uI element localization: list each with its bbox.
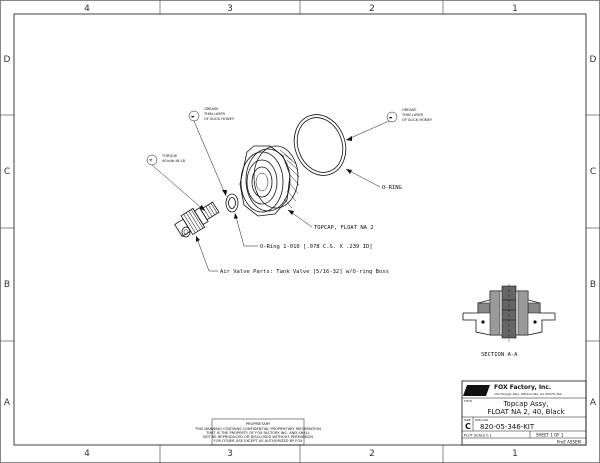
zone-row-a-right: A [590, 398, 597, 408]
fox-logo: FOX [463, 385, 490, 396]
zone-row-a-left: A [4, 398, 11, 408]
grease-left-line-3: OF SLICK HONEY [204, 117, 235, 121]
proprietary-line-1: THIS DRAWING CONTAINS CONFIDENTIAL PROPR… [194, 427, 321, 431]
title-label: TITLE [463, 399, 472, 403]
grease-right-line-2: THIN LAYER [401, 113, 424, 117]
size-label: SIZE [464, 418, 471, 422]
grease-callout-right: ▬ GREASE THIN LAYER OF SLICK HONEY [345, 108, 433, 141]
company-address: 130 Hangar Way, Watsonville, CA 95076 US… [494, 392, 563, 396]
wrench-icon-mark: ⚒ [149, 159, 153, 163]
zone-row-b-right: B [590, 280, 596, 290]
torque-callout: ⚒ TORQUE 40in/lb IN-LB [146, 154, 206, 212]
zone-col-4-top: 4 [84, 4, 90, 14]
proprietary-note: PROPRIETARY THIS DRAWING CONTAINS CONFID… [194, 418, 321, 446]
zone-col-1-top: 1 [512, 4, 518, 14]
title-line-1: Topcap Assy, [502, 400, 548, 408]
grease-callout-left: ▬ GREASE THIN LAYER OF SLICK HONEY [188, 107, 235, 197]
proprietary-line-3: NOT BE REPRODUCED OR DISCLOSED WITHOUT P… [203, 435, 313, 439]
small-oring-part [225, 193, 239, 213]
zone-row-b-left: B [4, 280, 10, 290]
air-valve-callout: Air Valve Parts: Tank Valve [5/16-32] w/… [195, 235, 389, 275]
title-block: FOX FOX Factory, Inc. 130 Hangar Way, Wa… [461, 380, 587, 446]
grease-icon-mark: ▬ [191, 115, 195, 119]
oring-callout: O-RING [345, 168, 402, 191]
plot-info: PLOT SCALE 0.1 [464, 434, 492, 438]
grease-icon [386, 111, 398, 123]
oring-small-callout: O-Ring 1-010 [.078 C.S. X .239 ID] [234, 212, 373, 250]
zone-row-c-right: C [590, 167, 596, 177]
proprietary-line-2: THAT IS THE PROPERTY OF FOX FACTORY INC.… [205, 431, 310, 435]
proe-info: ProE ASSEM [557, 440, 581, 445]
zone-row-c-left: C [4, 167, 10, 177]
torque-line-1: TORQUE [161, 154, 178, 158]
oring-label: O-RING [382, 185, 402, 191]
large-oring-part [293, 114, 347, 176]
topcap-callout: TOPCAP, FLOAT NA 2 [287, 209, 374, 231]
zone-col-1-bottom: 1 [512, 449, 518, 459]
grease-left-line-2: THIN LAYER [203, 112, 226, 116]
air-valve-label: Air Valve Parts: Tank Valve [5/16-32] w/… [220, 269, 389, 275]
grease-right-line-1: GREASE [402, 108, 417, 112]
oring-small-label: O-Ring 1-010 [.078 C.S. X .239 ID] [260, 244, 373, 250]
topcap-part [239, 145, 300, 217]
svg-text:FOX: FOX [470, 388, 486, 396]
proprietary-line-4: FOR OTHER USE EXCEPT AS AUTHORIZED BY FO… [214, 439, 303, 443]
grease-icon-mark: ▬ [389, 116, 393, 120]
section-label: SECTION A-A [481, 352, 518, 358]
inner-border [13, 13, 587, 446]
part-number: 820-05-346-KIT [480, 423, 535, 431]
title-line-2: FLOAT NA 2, 40, Black [487, 408, 565, 416]
section-view: SECTION A-A [462, 284, 556, 358]
zone-col-3-bottom: 3 [227, 449, 233, 459]
proprietary-title: PROPRIETARY [246, 422, 271, 426]
zone-col-4-bottom: 4 [84, 449, 90, 459]
zone-col-3-top: 3 [227, 4, 233, 14]
sheet-info: SHEET 1 OF 1 [536, 433, 564, 438]
torque-line-2: 40in/lb IN-LB [162, 159, 186, 163]
zone-col-2-top: 2 [369, 4, 375, 14]
zone-col-2-bottom: 2 [369, 449, 375, 459]
size-value: C [465, 422, 471, 431]
dwg-label: DWG NO [475, 418, 489, 422]
company-name: FOX Factory, Inc. [494, 384, 551, 391]
grease-right-line-3: OF SLICK HONEY [402, 118, 433, 122]
grease-left-line-1: GREASE [204, 107, 219, 111]
zone-row-d-right: D [590, 55, 597, 65]
topcap-label: TOPCAP, FLOAT NA 2 [314, 225, 374, 231]
zone-row-d-left: D [4, 55, 11, 65]
